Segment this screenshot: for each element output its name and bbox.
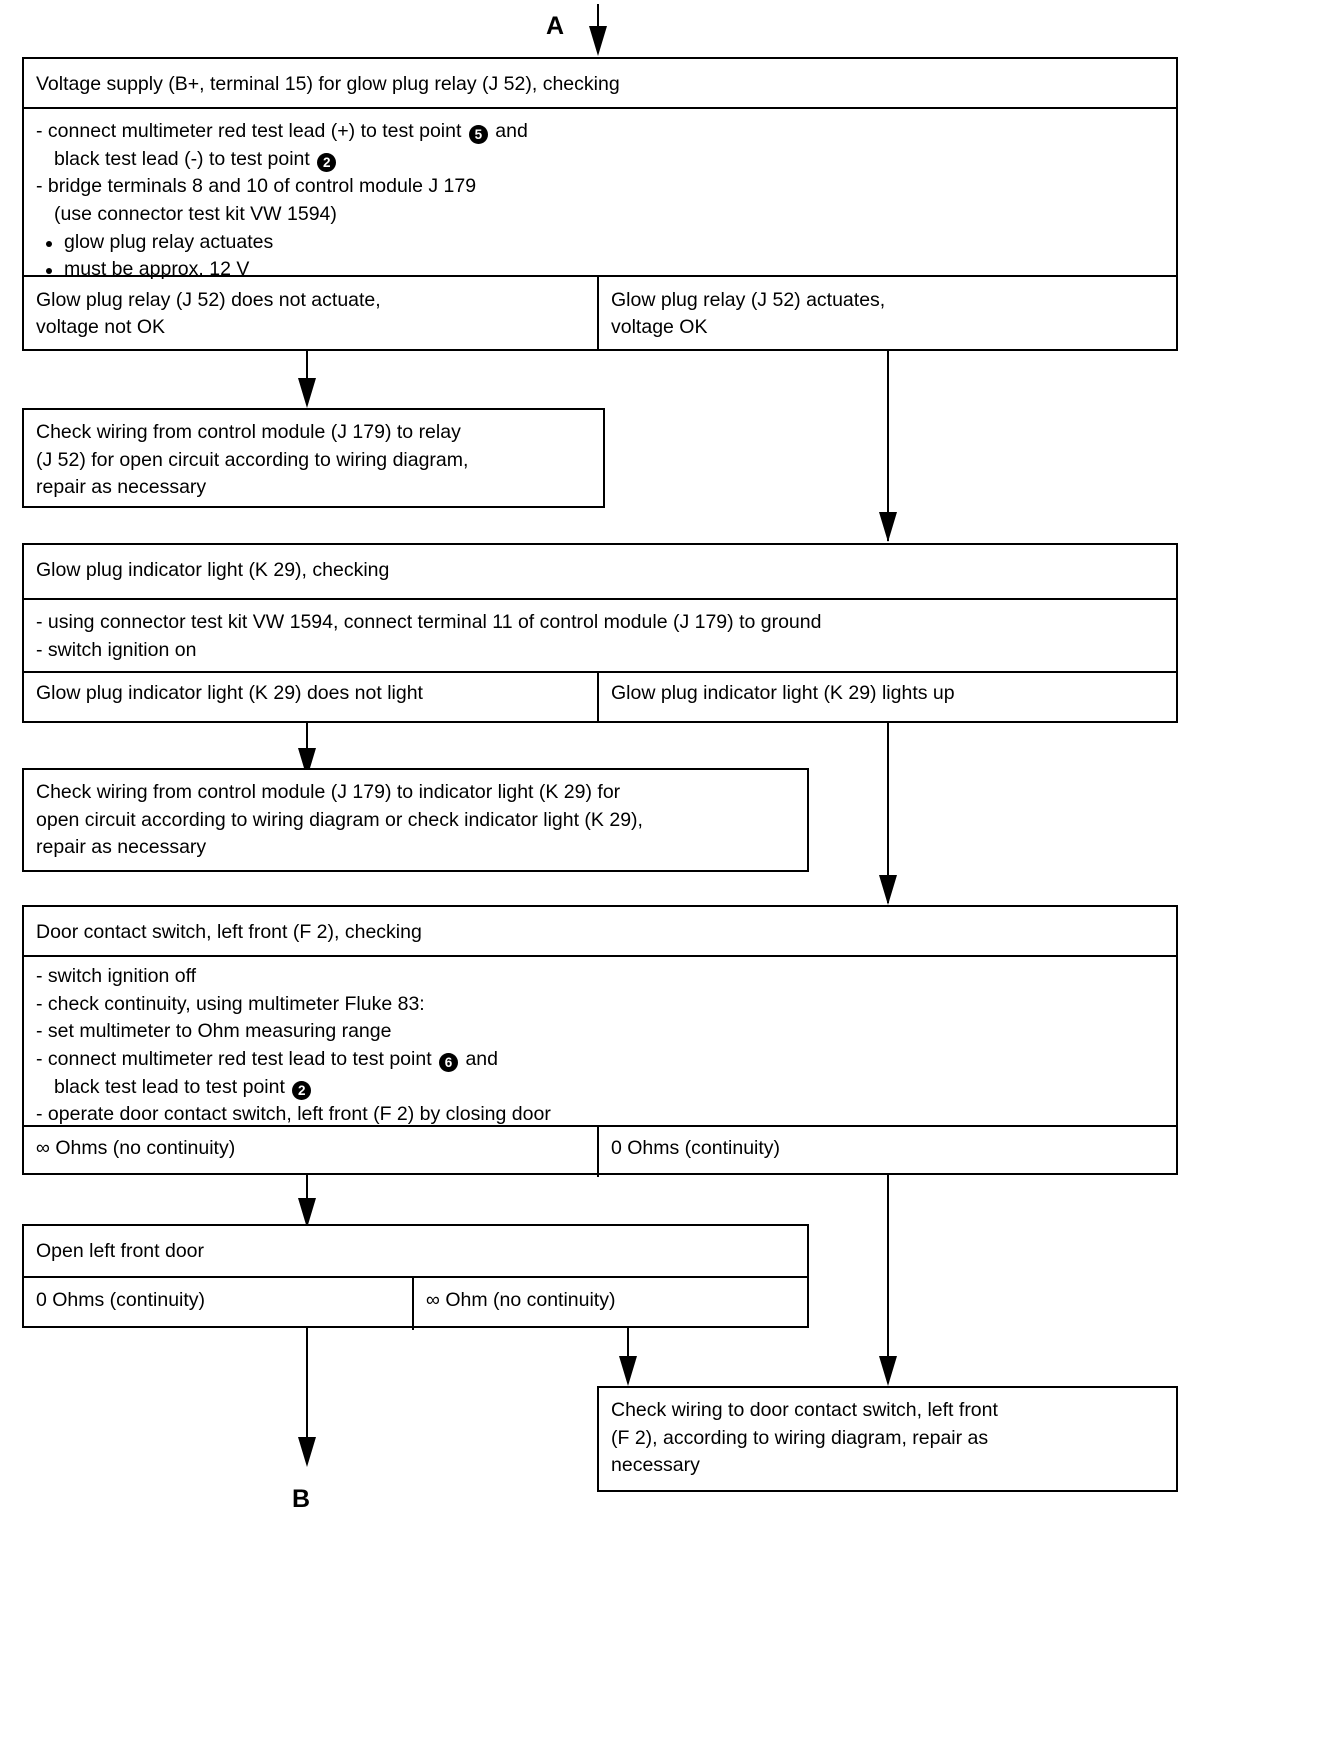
test-point-red-icon: 6 (439, 1053, 459, 1073)
check-wiring-relay-line1: Check wiring from control module (J 179)… (36, 421, 461, 443)
connector-voltage-ok-arrow (879, 512, 897, 542)
voltage-supply-title: Voltage supply (B+, terminal 15) for glo… (36, 73, 620, 95)
door-step-5: black test lead to test point 2 (36, 1074, 1164, 1102)
open-door-results-row: 0 Ohms (continuity) ∞ Ohm (no continuity… (24, 1278, 807, 1330)
connector-voltage-ok-line (887, 351, 889, 541)
entry-arrow-head (589, 26, 607, 56)
check-wiring-relay-line2: (J 52) for open circuit according to wir… (36, 448, 469, 471)
door-result-continuity: 0 Ohms (continuity) (611, 1137, 781, 1159)
door-step-4-text: - connect multimeter red test lead to te… (36, 1048, 432, 1071)
indicator-light-title-row: Glow plug indicator light (K 29), checki… (24, 545, 1176, 600)
check-wiring-indicator-text: Check wiring from control module (J 179)… (24, 770, 807, 873)
door-step-5-text: black test lead to test point (54, 1075, 285, 1098)
block-check-wiring-indicator: Check wiring from control module (J 179)… (22, 768, 809, 872)
step-bullet-1: glow plug relay actuates (36, 229, 1164, 257)
check-wiring-relay-line3: repair as necessary (36, 476, 207, 499)
voltage-supply-results-row: Glow plug relay (J 52) does not actuate,… (24, 277, 1176, 349)
door-contact-steps: - switch ignition off - check continuity… (24, 957, 1176, 1140)
door-result-no-continuity: ∞ Ohms (no continuity) (24, 1127, 599, 1177)
connector-indicator-lightsup-arrow (879, 875, 897, 905)
door-step-6: - operate door contact switch, left fron… (36, 1103, 551, 1126)
voltage-supply-title-row: Voltage supply (B+, terminal 15) for glo… (24, 59, 1176, 109)
step-line-3: - bridge terminals 8 and 10 of control m… (36, 175, 477, 198)
voltage-supply-steps-row: - connect multimeter red test lead (+) t… (24, 109, 1176, 280)
voltage-supply-result-ok: Glow plug relay (J 52) actuates, voltage… (599, 277, 1176, 349)
block-open-door: Open left front door 0 Ohms (continuity)… (22, 1224, 809, 1330)
door-step-4: - connect multimeter red test lead to te… (36, 1046, 1164, 1074)
step-line-2: black test lead (-) to test point 2 (36, 146, 1164, 174)
open-door-result-continuity: 0 Ohms (continuity) (24, 1278, 414, 1330)
test-point-red-icon: 5 (468, 125, 488, 144)
connector-voltage-notok-arrow (298, 378, 316, 408)
door-step-3: - set multimeter to Ohm measuring range (36, 1020, 392, 1043)
indicator-step-1: - using connector test kit VW 1594, conn… (36, 611, 822, 633)
check-wiring-door-line3: necessary (611, 1454, 700, 1477)
indicator-step-2: - switch ignition on (36, 638, 197, 661)
entry-arrow-line (597, 4, 599, 40)
open-door-title: Open left front door (36, 1240, 205, 1262)
connector-voltage-notok-line (306, 351, 308, 396)
test-point-black-icon: 2 (292, 1080, 312, 1100)
door-step-1: - switch ignition off (36, 965, 197, 987)
connector-open-door-inf-arrow (619, 1356, 637, 1386)
step-line-1-tail: and (495, 120, 528, 142)
connector-door-inf-arrow (298, 1198, 316, 1228)
connector-open-door-continuity-line (306, 1328, 308, 1458)
indicator-light-results-row: Glow plug indicator light (K 29) does no… (24, 673, 1176, 721)
indicator-result-no-light: Glow plug indicator light (K 29) does no… (24, 673, 599, 721)
step-bullet-2: must be approx. 12 V (36, 256, 1164, 284)
connector-door-zero-arrow (879, 1356, 897, 1386)
result-ok-line1: Glow plug relay (J 52) actuates, (611, 289, 886, 311)
indicator-light-steps-row: - using connector test kit VW 1594, conn… (24, 600, 1176, 673)
block-door-contact: Door contact switch, left front (F 2), c… (22, 905, 1178, 1177)
connector-indicator-nolight-line (306, 723, 308, 767)
door-step-2: - check continuity, using multimeter Flu… (36, 992, 425, 1015)
step-line-2-text: black test lead (-) to test point (54, 147, 310, 170)
indicator-light-steps: - using connector test kit VW 1594, conn… (24, 600, 1176, 675)
door-step-4-tail: and (465, 1048, 498, 1071)
step-line-4: (use connector test kit VW 1594) (54, 203, 337, 226)
open-door-title-row: Open left front door (24, 1226, 807, 1278)
result-not-ok-line2: voltage not OK (36, 315, 165, 338)
block-voltage-supply: Voltage supply (B+, terminal 15) for glo… (22, 57, 1178, 351)
page-connector-a-label: A (546, 12, 565, 40)
open-door-result-no-continuity: ∞ Ohm (no continuity) (426, 1289, 616, 1311)
door-contact-results-row: ∞ Ohms (no continuity) 0 Ohms (continuit… (24, 1127, 1176, 1177)
voltage-supply-steps: - connect multimeter red test lead (+) t… (24, 109, 1176, 295)
page-connector-b-label: B (292, 1485, 311, 1513)
test-point-black-icon: 2 (317, 152, 337, 172)
voltage-supply-result-not-ok: Glow plug relay (J 52) does not actuate,… (24, 277, 599, 349)
door-contact-title-row: Door contact switch, left front (F 2), c… (24, 907, 1176, 957)
check-wiring-door-line2: (F 2), according to wiring diagram, repa… (611, 1426, 989, 1449)
block-check-wiring-relay: Check wiring from control module (J 179)… (22, 408, 605, 508)
check-wiring-indicator-line3: repair as necessary (36, 836, 207, 859)
result-ok-line2: voltage OK (611, 315, 708, 338)
check-wiring-door-line1: Check wiring to door contact switch, lef… (611, 1399, 998, 1421)
block-indicator-light: Glow plug indicator light (K 29), checki… (22, 543, 1178, 723)
indicator-result-lights-up: Glow plug indicator light (K 29) lights … (611, 682, 955, 704)
indicator-light-title: Glow plug indicator light (K 29), checki… (36, 559, 390, 581)
block-check-wiring-door: Check wiring to door contact switch, lef… (597, 1386, 1178, 1492)
check-wiring-indicator-line2: open circuit according to wiring diagram… (36, 808, 643, 831)
step-line-1-text: - connect multimeter red test lead (+) t… (36, 120, 462, 142)
connector-door-zero-line (887, 1175, 889, 1383)
check-wiring-indicator-line1: Check wiring from control module (J 179)… (36, 781, 621, 803)
connector-indicator-lightsup-line (887, 723, 889, 903)
door-contact-title: Door contact switch, left front (F 2), c… (36, 921, 422, 943)
door-contact-steps-row: - switch ignition off - check continuity… (24, 957, 1176, 1127)
connector-open-door-inf-line (627, 1328, 629, 1383)
check-wiring-door-text: Check wiring to door contact switch, lef… (599, 1388, 1176, 1491)
connector-open-door-continuity-arrow (298, 1437, 316, 1467)
step-line-1: - connect multimeter red test lead (+) t… (36, 118, 1164, 146)
result-not-ok-line1: Glow plug relay (J 52) does not actuate, (36, 289, 381, 311)
check-wiring-relay-text: Check wiring from control module (J 179)… (24, 410, 603, 513)
